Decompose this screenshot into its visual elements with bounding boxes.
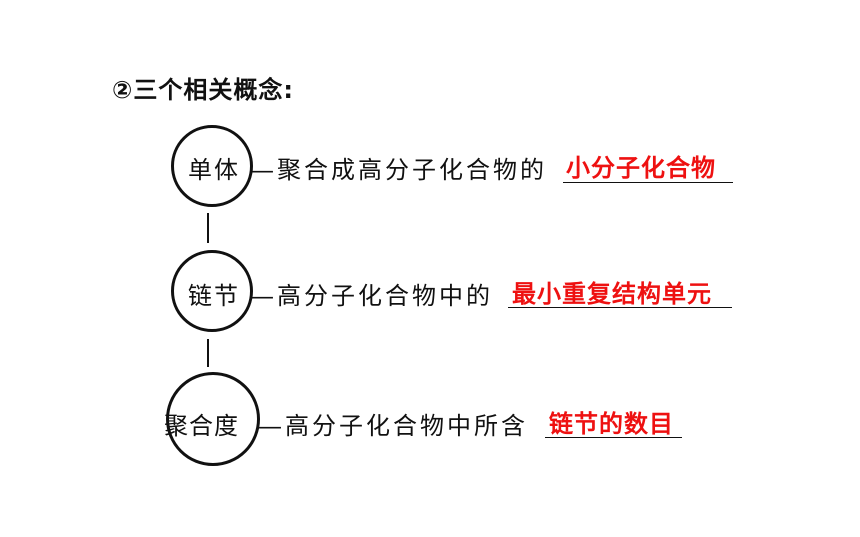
connector-line-2 <box>207 339 209 367</box>
description-degree-of-polymerization: —高分子化合物中所含 <box>258 412 528 440</box>
term-circle-monomer <box>171 125 253 207</box>
term-monomer: 单体 <box>188 156 240 184</box>
answer-underline-degree-of-polymerization <box>545 437 682 438</box>
description-monomer: —聚合成高分子化合物的 <box>250 156 547 184</box>
term-circle-degree-of-polymerization <box>166 372 260 466</box>
description-repeat-unit: —高分子化合物中的 <box>250 282 493 310</box>
answer-underline-monomer <box>563 182 733 183</box>
section-heading: ②三个相关概念: <box>112 76 294 104</box>
answer-degree-of-polymerization: 链节的数目 <box>549 410 674 438</box>
term-degree-of-polymerization: 聚合度 <box>164 412 239 440</box>
term-circle-repeat-unit <box>171 250 253 332</box>
connector-line-1 <box>207 213 209 243</box>
answer-underline-repeat-unit <box>508 307 732 308</box>
term-repeat-unit: 链节 <box>188 282 240 310</box>
answer-repeat-unit: 最小重复结构单元 <box>512 280 712 308</box>
answer-monomer: 小分子化合物 <box>566 154 716 182</box>
